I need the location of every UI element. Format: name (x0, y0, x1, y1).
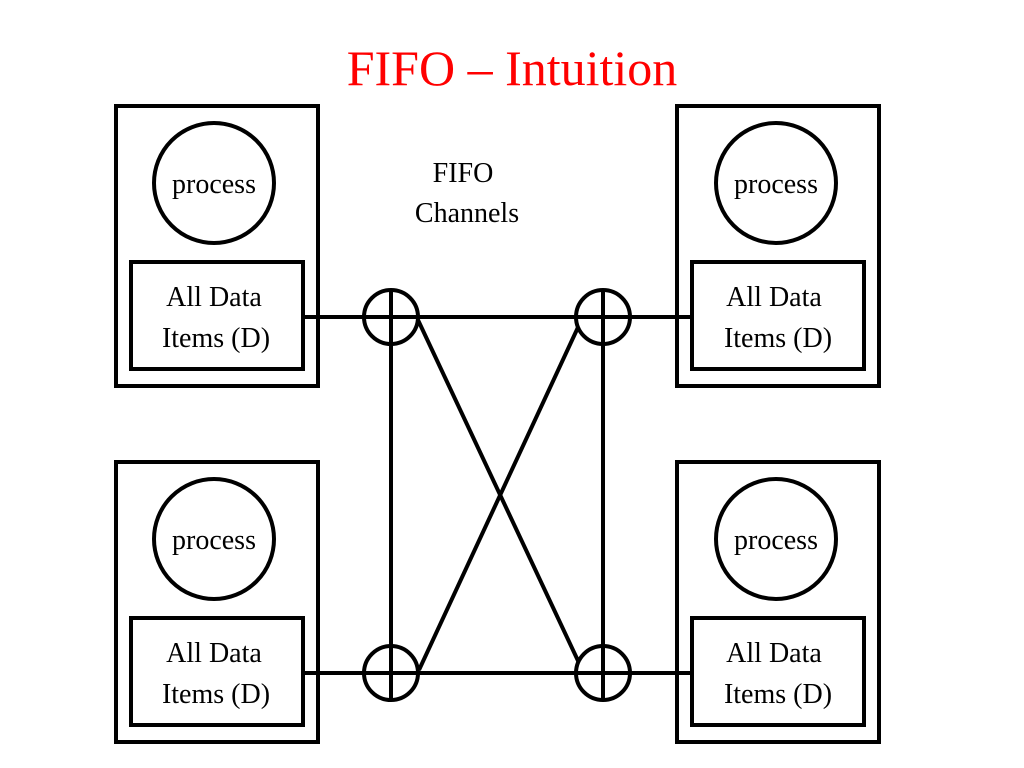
node-top-left: process All Data Items (D) (114, 104, 320, 388)
process-circle (152, 477, 276, 601)
process-circle (714, 121, 838, 245)
data-label-line1: All Data (726, 638, 822, 669)
data-box (129, 616, 305, 727)
data-label-line1: All Data (166, 282, 262, 313)
channels-label-line1: FIFO (433, 158, 494, 189)
node-frame (114, 460, 320, 744)
node-frame (114, 104, 320, 388)
process-label: process (734, 525, 818, 556)
data-label-line2: Items (D) (162, 323, 270, 354)
process-label: process (172, 169, 256, 200)
channels-label-line2: Channels (415, 198, 519, 229)
node-top-right: process All Data Items (D) (675, 104, 881, 388)
junction-bottom-left (362, 644, 420, 702)
junction-top-right (574, 288, 632, 346)
node-frame (675, 460, 881, 744)
slide-title: FIFO – Intuition (347, 40, 678, 96)
data-label-line2: Items (D) (724, 679, 832, 710)
node-frame (675, 104, 881, 388)
data-box (690, 260, 866, 371)
channel-connections (305, 315, 692, 675)
junction-bottom-right (574, 644, 632, 702)
process-label: process (734, 169, 818, 200)
data-label-line2: Items (D) (724, 323, 832, 354)
process-circle (714, 477, 838, 601)
process-circle (152, 121, 276, 245)
data-box (129, 260, 305, 371)
channel-junctions (362, 288, 632, 702)
data-label-line1: All Data (726, 282, 822, 313)
node-bottom-left: process All Data Items (D) (114, 460, 320, 744)
node-bottom-right: process All Data Items (D) (675, 460, 881, 744)
data-box (690, 616, 866, 727)
channel-diagonal-up (417, 322, 582, 671)
process-label: process (172, 525, 256, 556)
data-label-line1: All Data (166, 638, 262, 669)
data-label-line2: Items (D) (162, 679, 270, 710)
junction-top-left (362, 288, 420, 346)
channel-diagonal-down (416, 319, 582, 666)
